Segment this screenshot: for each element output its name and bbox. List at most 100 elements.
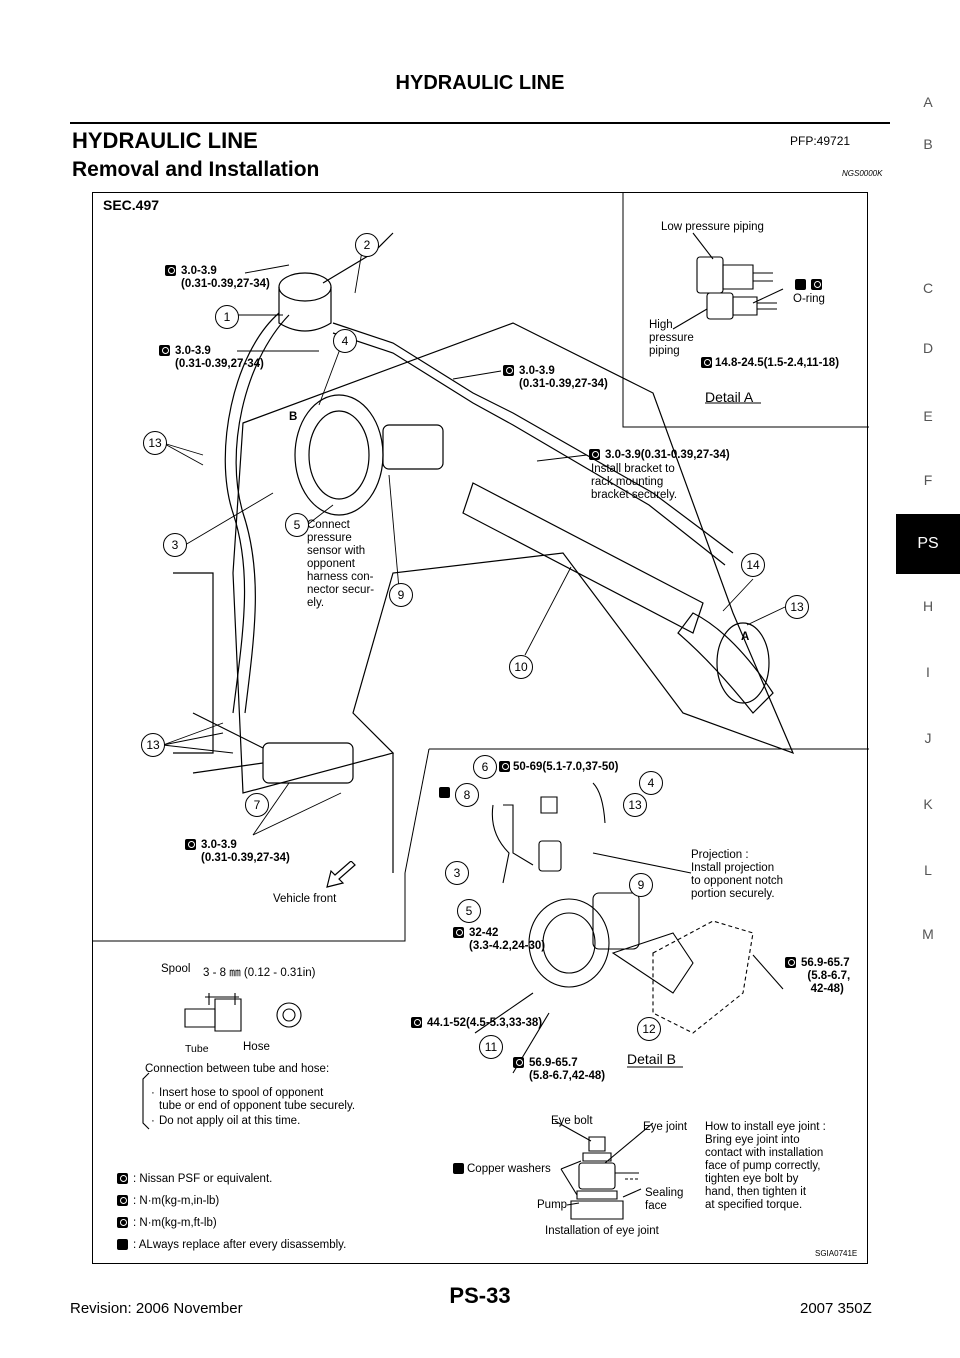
- figure-id: SGIA0741E: [815, 1249, 858, 1258]
- psf-icon: [117, 1173, 128, 1184]
- connection-bullet-2: Do not apply oil at this time.: [159, 1115, 301, 1127]
- vehicle-front-label: Vehicle front: [273, 893, 337, 905]
- detail-b-callout-8: 8: [455, 783, 479, 807]
- detail-b-callout-11: 11: [479, 1035, 503, 1059]
- eye-joint-sketch: [555, 1121, 653, 1219]
- detail-a-sketch: [673, 233, 783, 403]
- eye-joint-howto: How to install eye joint : Bring eye joi…: [705, 1121, 826, 1211]
- bullet-dot: ·: [151, 1115, 155, 1127]
- bullet-dot: ·: [151, 1087, 155, 1099]
- hydraulic-line-figure: SEC.497 Low pressure piping O-ring High …: [92, 192, 868, 1264]
- tab-j[interactable]: J: [924, 730, 932, 746]
- callout-7: 7: [245, 793, 269, 817]
- vehicle-front-arrow-icon: [325, 861, 359, 889]
- callout-10: 10: [509, 655, 533, 679]
- tab-l[interactable]: L: [924, 862, 932, 878]
- mark-a: A: [741, 631, 750, 643]
- detail-b-callout-9: 9: [629, 873, 653, 897]
- legend-nm-ft: : N·m(kg-m,ft-lb): [133, 1217, 217, 1229]
- tab-i[interactable]: I: [926, 664, 930, 680]
- torque-32-42: 32-42 (3.3-4.2,24-30): [469, 927, 546, 952]
- detail-a-title: Detail A: [705, 389, 754, 405]
- figure-drawing: [93, 193, 869, 1265]
- tab-ps[interactable]: PS: [896, 514, 960, 574]
- detail-b-callout-3: 3: [445, 861, 469, 885]
- tab-m[interactable]: M: [922, 926, 934, 942]
- detail-b-callout-13: 13: [623, 793, 647, 817]
- tab-e[interactable]: E: [923, 408, 933, 424]
- callout-3: 3: [163, 533, 187, 557]
- running-header: HYDRAULIC LINE: [395, 72, 565, 94]
- eye-joint-label: Eye joint: [643, 1121, 688, 1133]
- torque-ft-icon: [513, 1057, 524, 1068]
- eye-joint-caption: Installation of eye joint: [545, 1225, 659, 1237]
- torque-ft-icon: [411, 1017, 422, 1028]
- tab-h[interactable]: H: [922, 598, 934, 614]
- torque-label-2: 3.0-3.9 (0.31-0.39,27-34): [175, 345, 264, 370]
- torque-in-icon: [117, 1195, 128, 1206]
- torque-in-icon: [165, 265, 176, 276]
- detail-b-sketch: [475, 783, 783, 1073]
- connection-bullet-1: Insert hose to spool of opponent tube or…: [159, 1087, 356, 1112]
- subsection-code: NGS0000K: [842, 169, 883, 178]
- low-pressure-label: Low pressure piping: [661, 221, 764, 233]
- callout-9: 9: [389, 583, 413, 607]
- callout-5: 5: [285, 513, 309, 537]
- projection-note: Projection : Install projection to oppon…: [691, 849, 784, 900]
- eye-bolt-label: Eye bolt: [551, 1115, 593, 1127]
- callout-2: 2: [355, 233, 379, 257]
- bracket-note: Install bracket to rack mounting bracket…: [591, 463, 678, 501]
- tab-b[interactable]: B: [923, 136, 933, 152]
- pump-label: Pump: [537, 1199, 568, 1211]
- tab-d[interactable]: D: [922, 340, 934, 356]
- detail-b-callout-12: 12: [637, 1017, 661, 1041]
- page-number: PS-33: [449, 1283, 511, 1308]
- torque-in-icon: [589, 449, 600, 460]
- torque-in-icon: [159, 345, 170, 356]
- detail-a-torque: 14.8-24.5(1.5-2.4,11-18): [715, 357, 840, 369]
- torque-in-icon: [185, 839, 196, 850]
- callout-1: 1: [215, 305, 239, 329]
- torque-label-3: 3.0-3.9 (0.31-0.39,27-34): [519, 365, 608, 390]
- part-code: PFP:49721: [790, 134, 851, 148]
- replace-icon: [117, 1239, 128, 1250]
- torque-56-b: 56.9-65.7 (5.8-6.7,42-48): [529, 1057, 606, 1082]
- tab-a[interactable]: A: [923, 94, 933, 110]
- torque-ft-icon: [785, 957, 796, 968]
- tab-k[interactable]: K: [923, 796, 933, 812]
- torque-ft-icon: [499, 761, 510, 772]
- spool-label: Spool: [161, 963, 191, 975]
- tab-f[interactable]: F: [923, 472, 933, 488]
- torque-56-a: 56.9-65.7 (5.8-6.7, 42-48): [801, 957, 851, 995]
- sealing-face-label: Sealing face: [645, 1187, 684, 1212]
- detail-b-callout-5: 5: [457, 899, 481, 923]
- replace-icon: [453, 1163, 464, 1174]
- detail-b-title: Detail B: [627, 1051, 677, 1067]
- detail-b-callout-4: 4: [639, 771, 663, 795]
- torque-ft-icon: [701, 357, 712, 368]
- spool-sketch: [143, 993, 301, 1129]
- tab-c[interactable]: C: [922, 280, 934, 296]
- torque-ft-icon: [453, 927, 464, 938]
- psf-icon: [811, 279, 822, 290]
- main-assembly-sketch: [173, 233, 793, 873]
- replace-icon: [795, 279, 806, 290]
- section-ref: SEC.497: [103, 197, 160, 213]
- callout-13-right: 13: [785, 595, 809, 619]
- subsection-title: Removal and Installation: [72, 158, 320, 181]
- mark-b: B: [289, 411, 298, 423]
- high-pressure-label: High pressure piping: [649, 319, 694, 357]
- detail-b-callout-6: 6: [473, 755, 497, 779]
- legend-nm-in: : N·m(kg-m,in-lb): [133, 1195, 220, 1207]
- model-year: 2007 350Z: [800, 1300, 872, 1317]
- legend-replace: : ALways replace after every disassembly…: [133, 1239, 347, 1251]
- callout-14: 14: [741, 553, 765, 577]
- header-rule: [70, 122, 890, 124]
- torque-44-52: 44.1-52(4.5-5.3,33-38): [427, 1017, 543, 1029]
- torque-in-icon: [503, 365, 514, 376]
- torque-50-69: 50-69(5.1-7.0,37-50): [513, 761, 619, 773]
- spool-dimension: 3 - 8 ㎜ (0.12 - 0.31in): [203, 967, 316, 979]
- torque-label-5: 3.0-3.9 (0.31-0.39,27-34): [201, 839, 290, 864]
- tube-label: Tube: [185, 1043, 209, 1055]
- revision: Revision: 2006 November: [70, 1300, 243, 1317]
